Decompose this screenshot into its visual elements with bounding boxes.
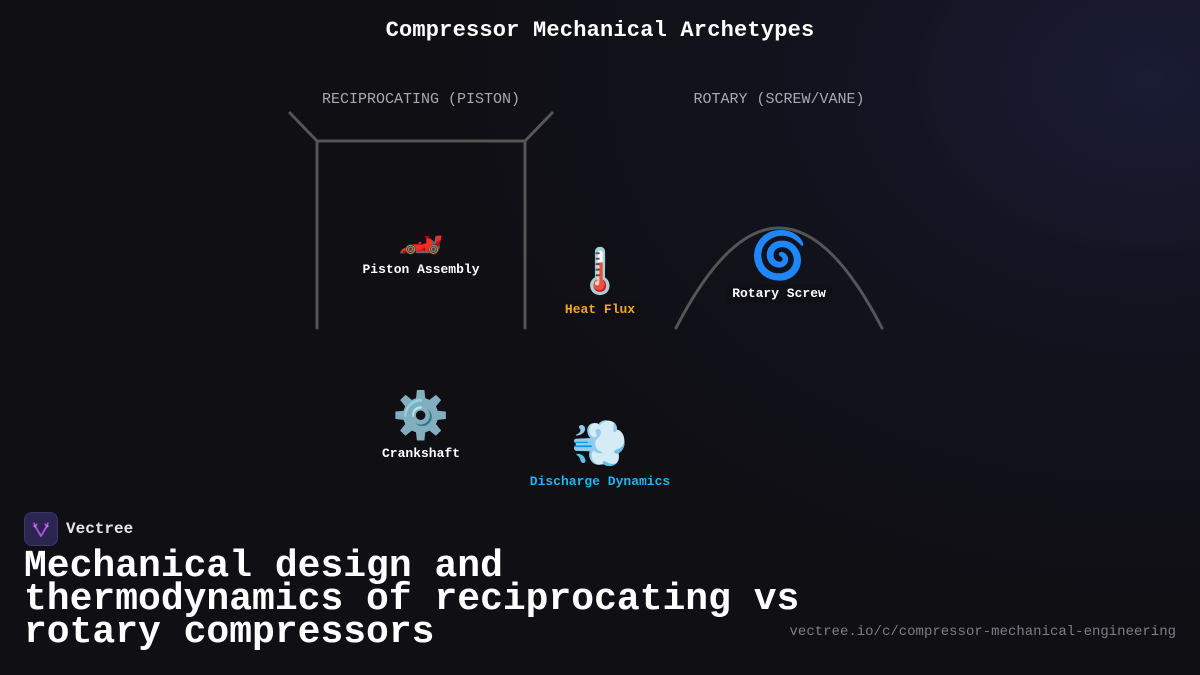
group-label-reciprocating: RECIPROCATING (PISTON) — [321, 91, 521, 108]
cyclone-icon: 🌀 — [750, 228, 808, 282]
racing-car-icon: 🏎️ — [398, 215, 444, 256]
rotary-arc — [674, 226, 884, 330]
brand-name: Vectree — [66, 520, 134, 538]
headline: Mechanical design and thermodynamics of … — [24, 545, 800, 654]
node-label: Heat Flux — [558, 300, 642, 319]
dash-air-icon: 💨 — [571, 416, 629, 470]
node-label: Rotary Screw — [726, 284, 832, 303]
vectree-logo-icon — [24, 512, 58, 546]
diagram-title: Compressor Mechanical Archetypes — [385, 18, 815, 43]
page-url[interactable]: vectree.io/c/compressor-mechanical-engin… — [789, 624, 1176, 640]
node-label: Piston Assembly — [356, 260, 486, 279]
node-heat-flux[interactable]: 🌡️ Heat Flux — [558, 246, 642, 319]
node-piston-assembly[interactable]: 🏎️ Piston Assembly — [356, 215, 486, 279]
brand: Vectree — [24, 512, 133, 546]
thermometer-icon: 🌡️ — [572, 246, 628, 297]
reciprocating-frame — [288, 111, 554, 330]
node-discharge-dynamics[interactable]: 💨 Discharge Dynamics — [523, 416, 677, 491]
node-label: Discharge Dynamics — [523, 472, 677, 491]
node-crankshaft[interactable]: ⚙️ Crankshaft — [375, 388, 467, 463]
gear-icon: ⚙️ — [392, 388, 450, 442]
node-label: Crankshaft — [375, 444, 467, 463]
group-label-rotary: ROTARY (SCREW/VANE) — [693, 91, 865, 108]
node-rotary-screw[interactable]: 🌀 Rotary Screw — [726, 232, 832, 303]
